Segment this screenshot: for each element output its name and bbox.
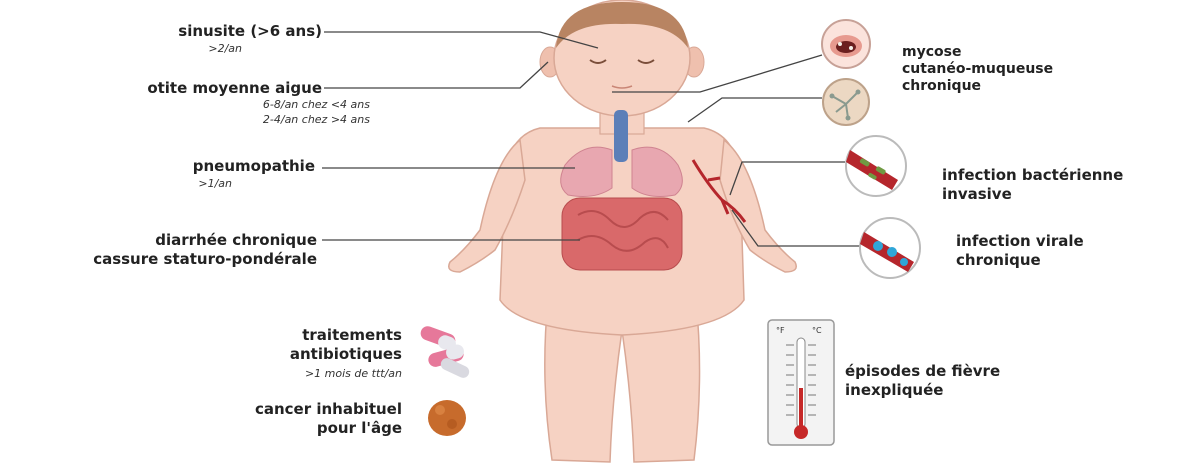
freq-otite-2: 2-4/an chez >4 ans [263, 113, 370, 127]
label-mycose-chronique: chronique [902, 78, 981, 95]
line-otite [324, 62, 548, 88]
line-mycose-2 [688, 98, 822, 122]
label-inexpliquee: inexpliquée [845, 381, 943, 400]
bacteria-vessel-icon [846, 136, 906, 196]
label-episodes-fievre: épisodes de fièvre [845, 362, 1000, 381]
label-sinusite: sinusite (>6 ans) [178, 22, 322, 41]
freq-sinusite: >2/an [208, 42, 242, 56]
intestines [562, 198, 682, 270]
thermometer-unit-f: °F [776, 324, 785, 338]
trachea [614, 110, 628, 162]
thermometer-unit-c: °C [812, 324, 822, 338]
freq-antibiotiques: >1 mois de ttt/an [305, 367, 402, 381]
freq-pneumopathie: >1/an [198, 177, 232, 191]
thermometer-icon [768, 320, 834, 445]
child-figure [449, 0, 797, 462]
antibiotic-pills-icon [419, 324, 471, 380]
label-infection-virale: infection virale [956, 232, 1084, 251]
label-pneumopathie: pneumopathie [193, 157, 315, 176]
label-infection-bacterienne: infection bactérienne [942, 166, 1123, 185]
fungus-icon [823, 79, 869, 125]
mouth-thrush-icon [822, 20, 870, 68]
label-virale-chronique: chronique [956, 251, 1041, 270]
label-otite: otite moyenne aigue [147, 79, 322, 98]
tumor-icon [428, 400, 466, 436]
label-traitements: traitements [302, 326, 402, 345]
freq-otite-1: 6-8/an chez <4 ans [263, 98, 370, 112]
label-cancer: cancer inhabituel [255, 400, 402, 419]
label-pour-age: pour l'âge [317, 419, 402, 438]
virus-vessel-icon [860, 218, 920, 278]
label-cutaneo-muqueuse: cutanéo-muqueuse [902, 61, 1053, 78]
label-antibiotiques: antibiotiques [290, 345, 402, 364]
label-cassure: cassure staturo-pondérale [93, 250, 317, 269]
label-invasive: invasive [942, 185, 1012, 204]
label-mycose: mycose [902, 44, 961, 61]
label-diarrhee: diarrhée chronique [155, 231, 317, 250]
